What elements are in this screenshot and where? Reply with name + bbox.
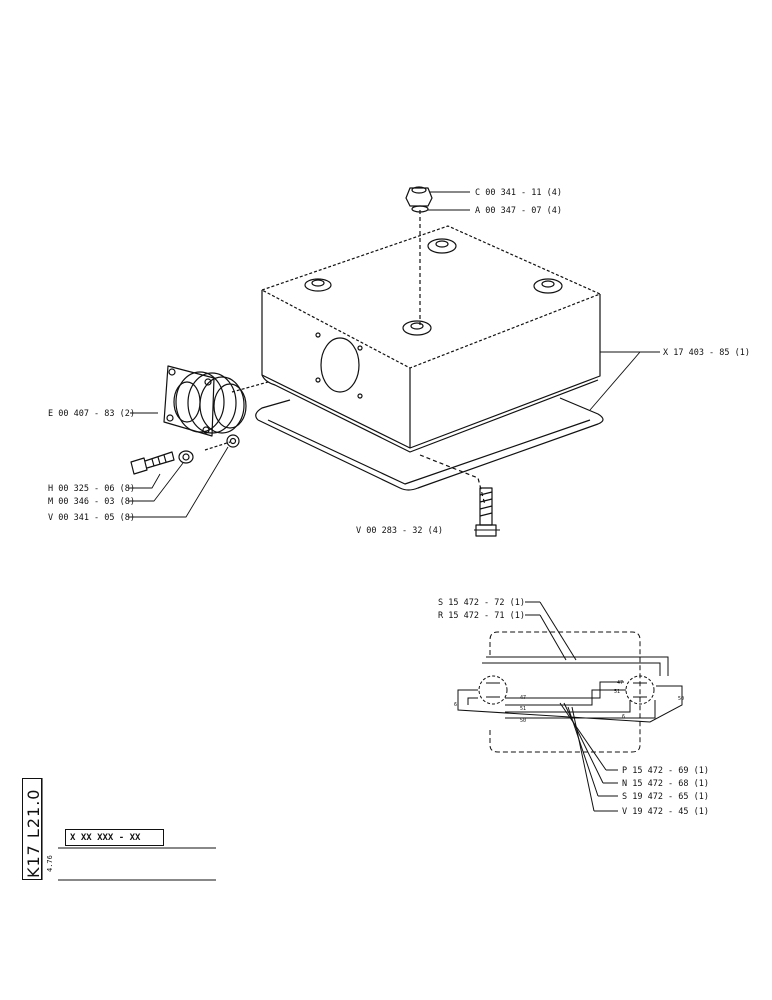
- nut: [405, 186, 433, 207]
- page-number: 4.76: [46, 855, 54, 872]
- lock-washer: [226, 434, 240, 448]
- part-number-box: X XX XXX - XX: [65, 829, 164, 846]
- callout-m: M 00 346 - 03 (8): [48, 497, 135, 507]
- callout-e: E 00 407 - 83 (2): [48, 409, 135, 419]
- gasket: [255, 397, 604, 491]
- wire-number-47-right: 47: [617, 680, 623, 686]
- callout-v3: V 19 472 - 45 (1): [622, 807, 709, 817]
- callout-n: N 15 472 - 68 (1): [622, 779, 709, 789]
- callout-c: C 00 341 - 11 (4): [475, 188, 562, 198]
- mounting-screw: [130, 451, 175, 475]
- wire-number-6-left: 6: [454, 702, 457, 708]
- callout-s1: S 15 472 - 72 (1): [438, 598, 525, 608]
- sheet-code-box: [22, 778, 42, 880]
- callout-p: P 15 472 - 69 (1): [622, 766, 709, 776]
- callout-v1: V 00 341 - 05 (8): [48, 513, 135, 523]
- right-connector-circle: [625, 675, 655, 705]
- callout-r: R 15 472 - 71 (1): [438, 611, 525, 621]
- wire-number-50-right: 50: [678, 696, 684, 702]
- connector: [163, 365, 247, 437]
- wire-number-50-left: 50: [520, 718, 526, 724]
- bottom-screw: [475, 487, 497, 537]
- wire-number-51-right: 51: [614, 689, 620, 695]
- washer: [411, 205, 429, 213]
- callout-x: X 17 403 - 85 (1): [663, 348, 750, 358]
- callout-h: H 00 325 - 06 (8): [48, 484, 135, 494]
- left-connector-circle: [478, 675, 508, 705]
- callout-s2: S 19 472 - 65 (1): [622, 792, 709, 802]
- flat-washer: [178, 450, 194, 464]
- callout-v2: V 00 283 - 32 (4): [356, 526, 443, 536]
- wire-number-51-left: 51: [520, 706, 526, 712]
- wire-number-47-left: 47: [520, 695, 526, 701]
- title-block-lines: [41, 778, 216, 881]
- wiring-diagram: [457, 601, 683, 812]
- callout-a: A 00 347 - 07 (4): [475, 206, 562, 216]
- wire-number-6-right: 6: [622, 714, 625, 720]
- housing-box: [261, 225, 601, 453]
- sheet-code: K17 L21.0: [24, 788, 43, 878]
